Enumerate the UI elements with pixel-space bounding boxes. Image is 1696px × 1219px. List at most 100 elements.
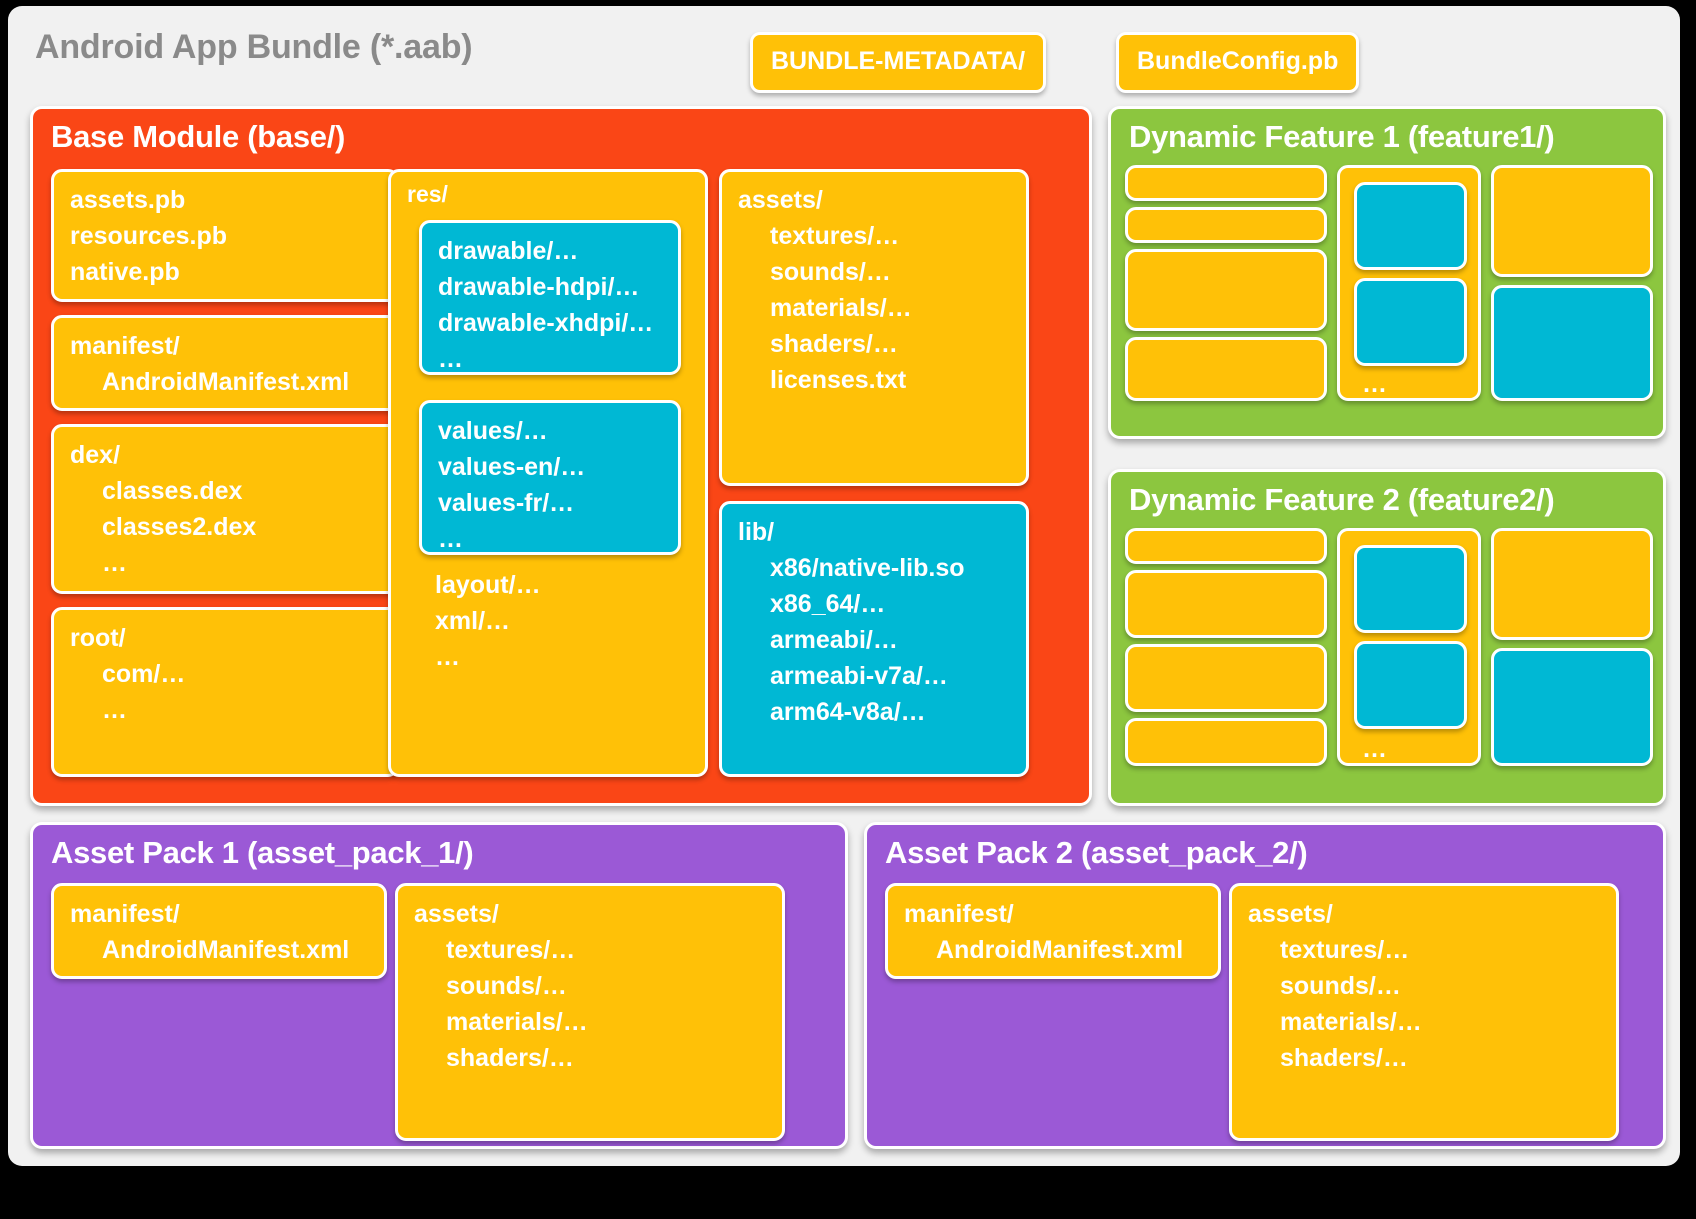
feature2-res-ellipsis: … xyxy=(1362,735,1387,763)
line: sounds/… xyxy=(446,972,567,1000)
feature1-res-inner-b xyxy=(1354,278,1467,366)
feature2-block-c xyxy=(1125,644,1327,712)
line: AndroidManifest.xml xyxy=(102,368,350,396)
line: assets/ xyxy=(1248,900,1333,928)
line: lib/ xyxy=(738,518,775,546)
line: xml/… xyxy=(435,607,511,635)
base-module-panel: Base Module (base/) assets.pb resources.… xyxy=(30,106,1092,806)
asset-pack-1-assets-card: assets/ textures/… sounds/… materials/… … xyxy=(395,883,785,1141)
asset-pack-1-panel: Asset Pack 1 (asset_pack_1/) manifest/ A… xyxy=(30,822,848,1149)
line: classes2.dex xyxy=(102,513,257,541)
base-assets-lines: assets/ textures/… sounds/… materials/… … xyxy=(738,182,1020,398)
line: … xyxy=(438,345,463,373)
line: … xyxy=(435,643,460,671)
base-drawable-card: drawable/… drawable-hdpi/… drawable-xhdp… xyxy=(419,220,681,375)
asset-pack-1-manifest-card: manifest/ AndroidManifest.xml xyxy=(51,883,387,979)
feature2-res-inner-a xyxy=(1354,545,1467,633)
dynamic-feature-2-title: Dynamic Feature 2 (feature2/) xyxy=(1129,482,1555,517)
feature2-lib-block xyxy=(1491,648,1653,766)
line: classes.dex xyxy=(102,477,243,505)
base-protos-lines: assets.pb resources.pb native.pb xyxy=(70,182,390,290)
feature2-res-inner-b xyxy=(1354,641,1467,729)
line: dex/ xyxy=(70,441,121,469)
bundle-header: Android App Bundle (*.aab) BUNDLE-METADA… xyxy=(8,6,1680,98)
base-lib-lines: lib/ x86/native-lib.so x86_64/… armeabi/… xyxy=(738,514,1020,730)
line: armeabi-v7a/… xyxy=(770,662,948,690)
line: manifest/ xyxy=(70,900,180,928)
line: AndroidManifest.xml xyxy=(936,936,1184,964)
line: AndroidManifest.xml xyxy=(102,936,350,964)
base-drawable-lines: drawable/… drawable-hdpi/… drawable-xhdp… xyxy=(438,233,672,373)
base-dex-card: dex/ classes.dex classes2.dex … xyxy=(51,424,399,594)
line: manifest/ xyxy=(70,332,180,360)
line: sounds/… xyxy=(1280,972,1401,1000)
feature2-block-b xyxy=(1125,570,1327,638)
line: … xyxy=(102,549,127,577)
line: x86/native-lib.so xyxy=(770,554,965,582)
asset-pack-2-title: Asset Pack 2 (asset_pack_2/) xyxy=(885,835,1308,870)
line: values/… xyxy=(438,417,548,445)
asset-pack-2-assets-lines: assets/ textures/… sounds/… materials/… … xyxy=(1248,896,1610,1076)
base-lib-card: lib/ x86/native-lib.so x86_64/… armeabi/… xyxy=(719,501,1029,777)
feature1-res-block: … xyxy=(1337,165,1481,401)
line: … xyxy=(102,696,127,724)
line: manifest/ xyxy=(904,900,1014,928)
line: native.pb xyxy=(70,258,180,286)
line: drawable-xhdpi/… xyxy=(438,309,654,337)
feature1-assets-block xyxy=(1491,165,1653,277)
line: assets/ xyxy=(414,900,499,928)
feature1-block-d xyxy=(1125,337,1327,401)
base-root-lines: root/ com/… … xyxy=(70,620,390,728)
asset-pack-2-panel: Asset Pack 2 (asset_pack_2/) manifest/ A… xyxy=(864,822,1666,1149)
base-res-tail-lines: layout/… xml/… … xyxy=(435,567,699,675)
feature2-block-a xyxy=(1125,528,1327,564)
line: arm64-v8a/… xyxy=(770,698,926,726)
line: drawable/… xyxy=(438,237,579,265)
base-dex-lines: dex/ classes.dex classes2.dex … xyxy=(70,437,390,581)
base-module-title: Base Module (base/) xyxy=(51,119,346,154)
base-res-card: res/ drawable/… drawable-hdpi/… drawable… xyxy=(388,169,708,777)
line: com/… xyxy=(102,660,186,688)
line: assets.pb xyxy=(70,186,186,214)
line: materials/… xyxy=(1280,1008,1422,1036)
base-manifest-lines: manifest/ AndroidManifest.xml xyxy=(70,328,390,400)
line: assets/ xyxy=(738,186,823,214)
feature2-res-block: … xyxy=(1337,528,1481,766)
feature1-block-a xyxy=(1125,165,1327,201)
line: textures/… xyxy=(1280,936,1410,964)
android-app-bundle-panel: Android App Bundle (*.aab) BUNDLE-METADA… xyxy=(8,6,1680,1166)
dynamic-feature-2-panel: Dynamic Feature 2 (feature2/) … xyxy=(1108,469,1666,806)
feature1-block-c xyxy=(1125,249,1327,331)
base-root-card: root/ com/… … xyxy=(51,607,399,777)
base-protos-card: assets.pb resources.pb native.pb xyxy=(51,169,399,302)
base-values-card: values/… values-en/… values-fr/… … xyxy=(419,400,681,555)
line: materials/… xyxy=(446,1008,588,1036)
dynamic-feature-1-panel: Dynamic Feature 1 (feature1/) … xyxy=(1108,106,1666,439)
line: sounds/… xyxy=(770,258,891,286)
feature1-res-ellipsis: … xyxy=(1362,370,1387,398)
base-values-lines: values/… values-en/… values-fr/… … xyxy=(438,413,672,553)
line: resources.pb xyxy=(70,222,228,250)
line: layout/… xyxy=(435,571,541,599)
feature2-assets-block xyxy=(1491,528,1653,640)
asset-pack-1-manifest-lines: manifest/ AndroidManifest.xml xyxy=(70,896,378,968)
feature1-lib-block xyxy=(1491,285,1653,401)
bundle-metadata-pill: BUNDLE-METADATA/ xyxy=(750,32,1047,93)
base-assets-card: assets/ textures/… sounds/… materials/… … xyxy=(719,169,1029,486)
dynamic-feature-1-title: Dynamic Feature 1 (feature1/) xyxy=(1129,119,1555,154)
asset-pack-2-manifest-lines: manifest/ AndroidManifest.xml xyxy=(904,896,1212,968)
line: values-en/… xyxy=(438,453,586,481)
line: armeabi/… xyxy=(770,626,898,654)
line: root/ xyxy=(70,624,126,652)
asset-pack-1-assets-lines: assets/ textures/… sounds/… materials/… … xyxy=(414,896,776,1076)
feature1-block-b xyxy=(1125,207,1327,243)
line: values-fr/… xyxy=(438,489,575,517)
line: licenses.txt xyxy=(770,366,907,394)
base-res-label: res/ xyxy=(407,181,448,207)
bundle-title: Android App Bundle (*.aab) xyxy=(35,28,473,66)
line: shaders/… xyxy=(1280,1044,1408,1072)
feature2-block-d xyxy=(1125,718,1327,766)
line: x86_64/… xyxy=(770,590,886,618)
line: … xyxy=(438,525,463,553)
